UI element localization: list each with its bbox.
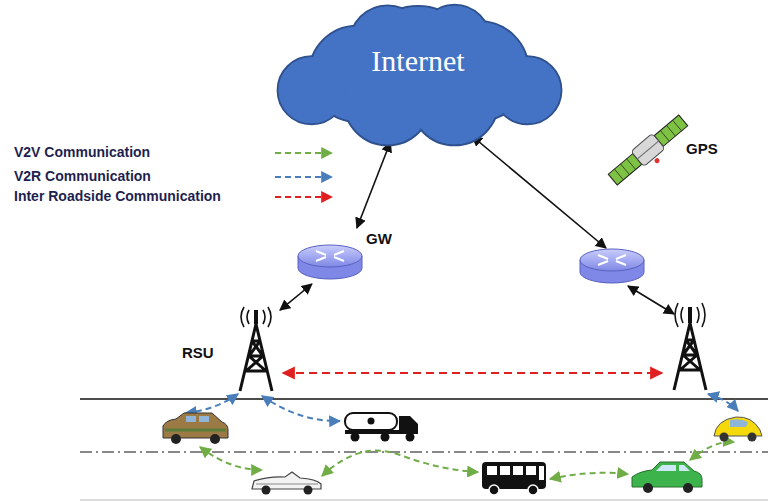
- tanker-truck: [345, 413, 418, 442]
- internet-cloud-label: Internet: [371, 44, 464, 78]
- green-car: [632, 462, 702, 493]
- router-tower-link: [628, 286, 674, 314]
- network-link: [280, 284, 312, 310]
- rsu-tower-label: RSU: [182, 344, 214, 361]
- gps-satellite: [606, 113, 694, 192]
- network-link: [357, 142, 390, 228]
- yellow-beetle: [714, 417, 762, 442]
- road: [80, 399, 768, 500]
- internet-cloud: Internet: [266, 2, 570, 140]
- legend-text: V2R Communication: [14, 168, 151, 184]
- gateway-router: GW: [296, 230, 396, 282]
- right-network-links: [472, 136, 674, 314]
- bus: [482, 462, 546, 495]
- inter-roadside-sample: [275, 196, 332, 198]
- legend-text: Inter Roadside Communication: [14, 188, 221, 204]
- v2v-sample: [275, 152, 332, 154]
- router-icon: [580, 249, 644, 283]
- satellite-label: GPS: [686, 140, 718, 157]
- gateway-router-label: GW: [366, 230, 392, 247]
- inter-roadside-link: [283, 372, 662, 374]
- v2r-sample: [275, 176, 332, 178]
- rsu-tower-icon: [674, 303, 706, 390]
- rsu-tower: RSU: [180, 310, 278, 394]
- white-convertible: [252, 472, 321, 495]
- woody-wagon: [163, 413, 228, 444]
- v2r-links: [186, 394, 738, 421]
- legend-text: V2V Communication: [14, 144, 150, 160]
- internet-router-link: [472, 136, 606, 248]
- legend-samples: [275, 153, 332, 197]
